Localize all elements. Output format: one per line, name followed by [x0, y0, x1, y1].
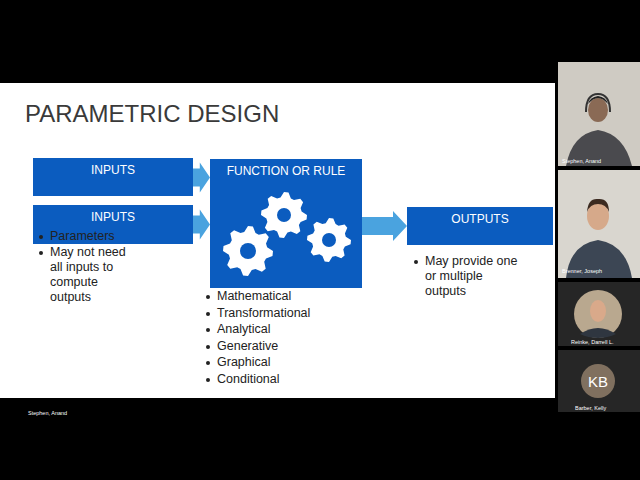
arrow-shape	[193, 210, 210, 240]
person-head	[588, 98, 608, 122]
node-text: KB	[588, 373, 608, 390]
video-tile	[558, 282, 640, 346]
arrow-shape	[362, 211, 407, 241]
gear-hole	[322, 233, 336, 247]
function-box: FUNCTION OR RULE	[210, 159, 362, 288]
avatar-shirt	[580, 328, 616, 338]
video-tile	[558, 62, 640, 166]
slide-title: PARAMETRIC DESIGN	[25, 100, 279, 128]
bullet-item: Graphical	[205, 355, 355, 370]
slide	[0, 83, 555, 398]
block-arrow	[193, 210, 210, 240]
person-hair	[587, 199, 609, 212]
bullet-item: Parameters	[38, 229, 168, 244]
node-text: OUTPUTS	[407, 212, 553, 226]
bullet-item: Mathematical	[205, 289, 355, 304]
node-text: FUNCTION OR RULE	[210, 164, 362, 178]
video-tile	[558, 170, 640, 278]
headset	[586, 94, 610, 112]
gear	[261, 192, 307, 238]
presenter-name: Stephen, Anand	[28, 410, 67, 416]
participant-name: Brenner, Joseph	[562, 268, 602, 274]
output-box: OUTPUTS	[407, 207, 553, 245]
avatar-photo	[574, 290, 622, 338]
participant-name: Barber, Kelly	[575, 405, 606, 411]
block-arrow	[193, 163, 210, 193]
node-text: INPUTS	[33, 210, 193, 224]
node-text: INPUTS	[33, 163, 193, 177]
avatar-face	[590, 300, 606, 322]
bullet-item: Analytical	[205, 322, 355, 337]
bullet-item: May provide one or multiple outputs	[413, 254, 525, 299]
bullet-item: Generative	[205, 339, 355, 354]
gears	[223, 192, 351, 276]
bullet-item: Transformational	[205, 306, 355, 321]
participant-name: Reinke, Darrell L.	[571, 339, 614, 345]
gear-hole	[240, 243, 256, 259]
gear-hole	[277, 208, 291, 222]
avatar-circle: KB	[581, 364, 615, 398]
block-arrow	[362, 211, 407, 241]
gear	[223, 226, 273, 276]
input-box: INPUTS	[33, 158, 193, 196]
arrow-shape	[193, 163, 210, 193]
participant-name: Stephen, Anand	[562, 158, 601, 164]
gear	[307, 218, 351, 262]
bullet-item: Conditional	[205, 372, 355, 387]
bullet-item: May not need all inputs to compute outpu…	[38, 245, 138, 305]
video-tile	[558, 350, 640, 412]
